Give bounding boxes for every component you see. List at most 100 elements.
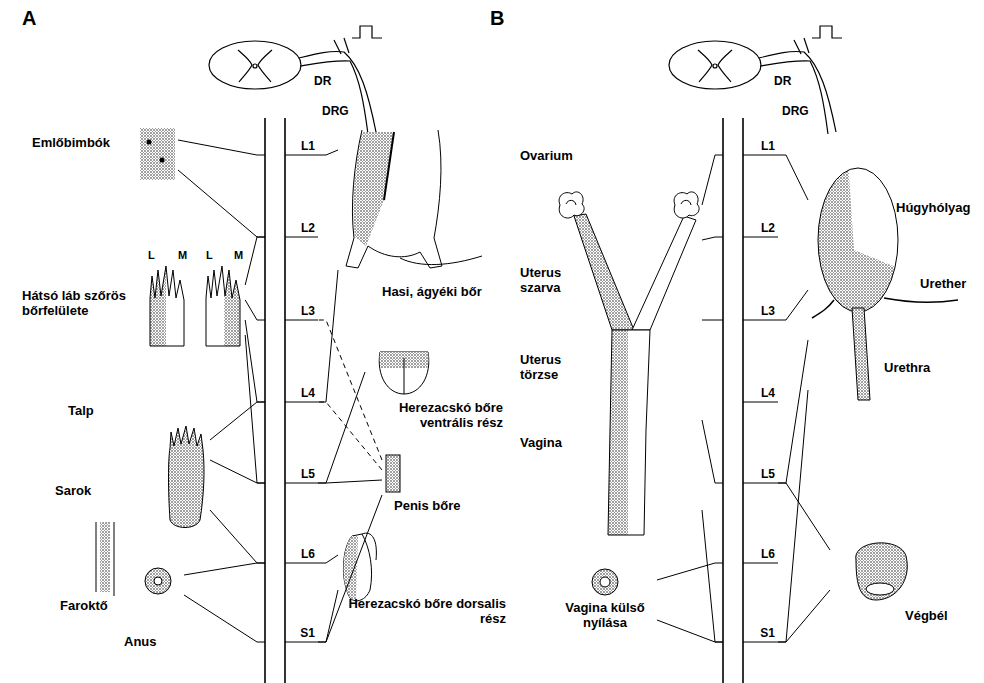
nerve-projection — [210, 460, 265, 483]
spinal-segment: L6 — [265, 547, 318, 563]
segment-label: L1 — [761, 139, 775, 153]
nerve-projection — [245, 300, 265, 320]
body-region: Herezacskó bőre dorsalis rész — [338, 530, 508, 630]
uterine-body-outline — [608, 330, 650, 535]
region-label: Herezacskó bőre dorsalis rész — [338, 596, 506, 626]
stimulating-electrode — [334, 38, 349, 54]
segment-label: L1 — [301, 139, 315, 153]
stippled-field — [818, 160, 898, 320]
region-label: L — [206, 249, 213, 262]
stimulus-pulse — [352, 26, 382, 38]
segment-label: L6 — [761, 547, 775, 561]
nerve-projection — [778, 155, 808, 200]
spinal-segment: L4 — [265, 386, 318, 402]
segment-label: L2 — [761, 221, 775, 235]
penis-skin — [386, 455, 400, 492]
anus-opening — [154, 577, 162, 585]
uterus — [559, 192, 699, 538]
anus-ring — [145, 568, 171, 594]
scrotum-ventral — [379, 352, 429, 394]
scrotum-outline — [343, 534, 371, 601]
paw-outline — [150, 266, 184, 346]
hind-paws — [150, 262, 240, 348]
tail-outline — [96, 522, 114, 596]
nerve-projection — [778, 390, 808, 642]
region-label: Ovarium — [520, 148, 573, 163]
body-region: Anus — [122, 566, 184, 654]
nerve-projection — [184, 595, 265, 642]
root-label: DRG — [782, 104, 809, 118]
ureter — [812, 300, 834, 318]
nerve-projection — [178, 140, 265, 155]
region-label: L — [148, 249, 155, 262]
cord-outline — [209, 41, 301, 89]
segment-label: L3 — [301, 304, 315, 318]
tick — [285, 155, 318, 156]
spinal-cord-section — [209, 26, 382, 134]
region-label: Penis bőre — [394, 498, 460, 513]
vaginal-orifice — [592, 569, 618, 595]
ovary-detail — [566, 200, 576, 205]
ureter — [884, 298, 958, 302]
spinal-cord-section — [669, 26, 842, 134]
nerve-projection — [210, 510, 265, 563]
nipple — [147, 140, 152, 145]
abdomen-lumbar — [346, 130, 482, 268]
region-label: Vagina külső nyílása — [555, 600, 655, 630]
nerve-projection — [778, 590, 830, 642]
tick — [285, 563, 318, 564]
region-label: Anus — [124, 634, 157, 649]
root-label: DR — [774, 74, 791, 88]
ovary-detail — [681, 200, 691, 205]
region-label: Faroktő — [60, 598, 108, 613]
region-label: Talp — [68, 403, 94, 418]
spinal-segment: L5 — [723, 467, 778, 483]
tick — [743, 155, 778, 156]
rectal-lumen — [866, 583, 894, 595]
cord-line — [264, 118, 266, 683]
region-label: Emlőbimbók — [32, 135, 110, 150]
spinal-segment: L1 — [723, 139, 778, 155]
stippled-field — [150, 262, 166, 348]
tick — [285, 483, 318, 484]
spinal-segment: L2 — [265, 221, 318, 237]
body-region: Faroktő — [40, 520, 120, 616]
uterine-horn — [574, 214, 634, 330]
root-label: DR — [314, 74, 331, 88]
nerve-projection — [318, 590, 338, 642]
cord-line — [722, 118, 724, 683]
segment-label: L4 — [761, 386, 775, 400]
ovary — [559, 192, 584, 218]
segment-label: L4 — [301, 386, 315, 400]
nipples-skin — [140, 128, 175, 180]
spinal-segment: L4 — [723, 386, 778, 402]
anus — [145, 568, 171, 594]
nipple — [160, 158, 165, 163]
region-label: Hátsó láb szőrös bőrfelülete — [22, 288, 144, 318]
body-region: Végbél — [830, 530, 960, 635]
border-line — [384, 132, 394, 200]
root-label: DRG — [322, 104, 349, 118]
uterine-horn — [632, 216, 696, 330]
raphe — [404, 358, 405, 394]
segment-label: L3 — [761, 304, 775, 318]
panel-letter: A — [22, 6, 36, 30]
region-label: Sarok — [55, 483, 91, 498]
nerve-projection — [657, 563, 723, 580]
nerve-projection — [702, 155, 723, 205]
body-region: OvariumUterus szarvaUterus törzseVagina — [520, 140, 702, 540]
region-label: Urether — [920, 276, 966, 291]
region-label: M — [234, 249, 243, 262]
central-canal — [713, 64, 717, 68]
tail-base — [96, 522, 114, 596]
tick — [743, 320, 778, 321]
cord-outline — [669, 41, 761, 89]
bladder-outline — [818, 168, 898, 312]
spinal-cord — [265, 118, 743, 683]
nerve-projection — [702, 510, 723, 642]
central-canal — [253, 64, 257, 68]
